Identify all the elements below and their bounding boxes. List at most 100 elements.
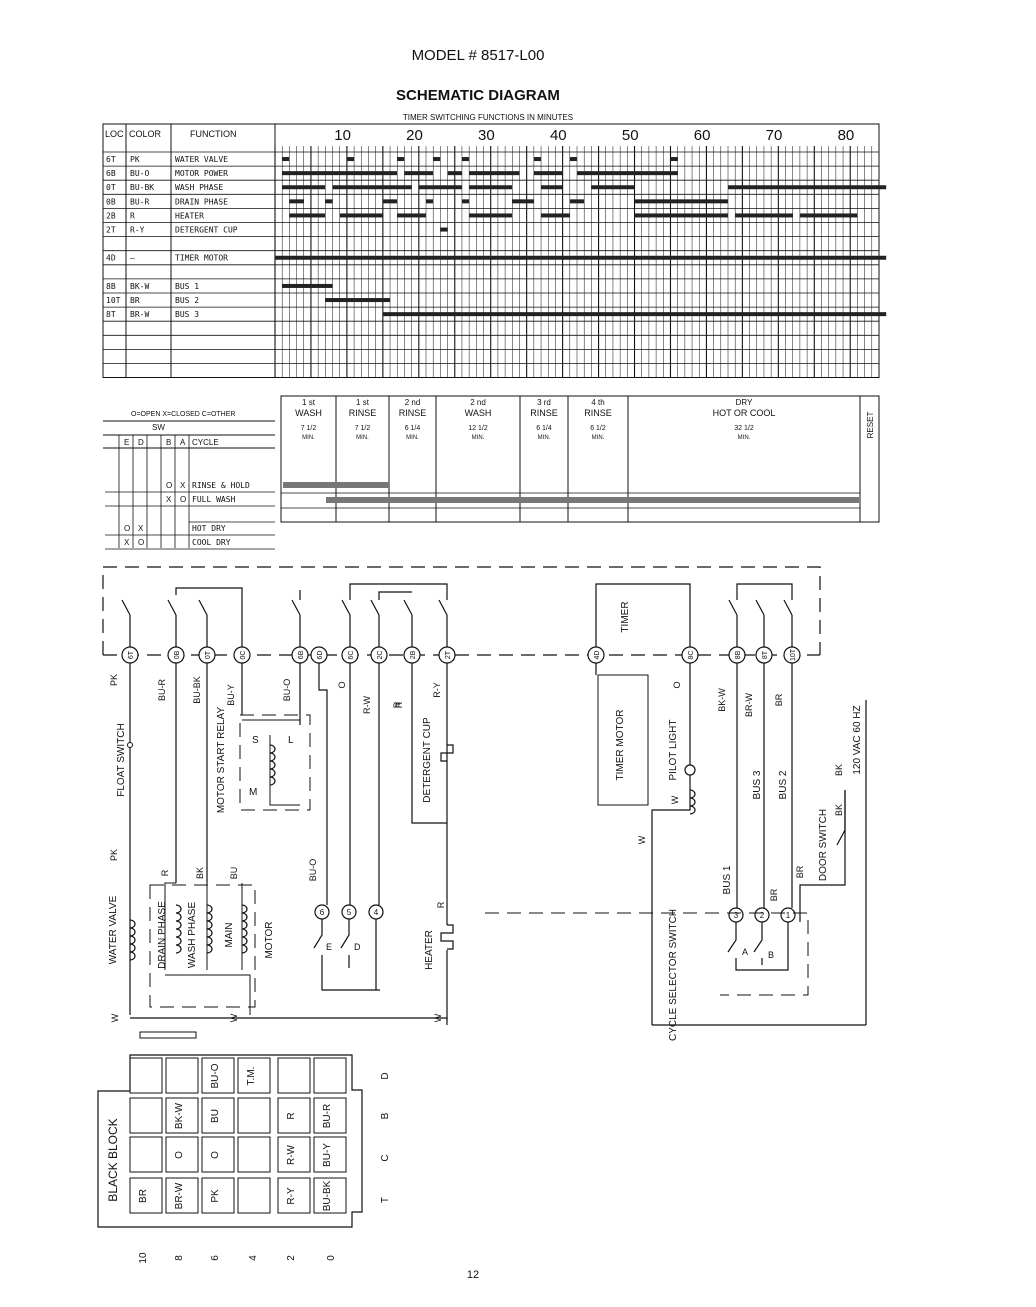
minute-label: 40	[550, 127, 567, 144]
minute-label: 70	[766, 127, 783, 144]
terminal-label: 6B	[298, 650, 305, 659]
minute-label: 10	[334, 127, 351, 144]
block-cell-text: BU-R	[322, 1104, 333, 1128]
wire-color-label: BR	[795, 865, 805, 878]
wire	[651, 663, 691, 1025]
wire-color-label: O	[337, 681, 347, 688]
phase-name: 1 st	[356, 398, 370, 407]
cycle-sw-state: O	[166, 481, 172, 490]
block-col-label: 10	[138, 1252, 149, 1264]
timer-row-color: PK	[130, 155, 140, 164]
motor-leads	[164, 882, 251, 1015]
block-cell-text: BR	[138, 1189, 149, 1203]
switch-blade	[728, 599, 738, 616]
wire	[318, 663, 328, 905]
block-cell	[129, 1057, 163, 1094]
drain-phase-coil	[175, 904, 182, 954]
terminal-label: 6C	[348, 651, 355, 660]
timer-bar	[325, 199, 333, 204]
timer-bar	[382, 312, 887, 317]
timer-bar	[799, 213, 858, 218]
block-cell-text: R-Y	[286, 1187, 297, 1205]
bus1-label: BUS 1	[722, 865, 733, 894]
block-col-label: 2	[286, 1255, 297, 1261]
timer-bar	[339, 213, 383, 218]
timer-row-loc: 6B	[106, 169, 116, 178]
switch-b	[753, 922, 763, 965]
cycle-sw-state: X	[138, 524, 144, 533]
timer-row-loc: 4D	[106, 254, 116, 263]
block-cell-text: O	[174, 1151, 185, 1159]
timer-row-function: BUS 3	[175, 310, 199, 319]
switch-d	[340, 919, 350, 968]
block-connector	[139, 1031, 197, 1039]
relay-l-label: L	[288, 735, 294, 746]
phase-time: 7 1/2	[301, 425, 317, 432]
switch-node-6-label: 6	[320, 908, 325, 917]
block-row-label: D	[380, 1072, 391, 1079]
col-header-loc: LOC	[105, 129, 124, 139]
door-switch	[836, 790, 846, 846]
wire-color-label: BU-BK	[192, 676, 202, 704]
timer-row-color: BU-O	[130, 169, 149, 178]
col-header-function: FUNCTION	[190, 129, 237, 139]
block-cell	[313, 1177, 347, 1214]
block-cell-text: BK-W	[174, 1102, 185, 1129]
timer-boundary	[102, 566, 821, 655]
block-cell	[129, 1097, 163, 1134]
timer-bar	[346, 157, 355, 162]
cycle-name: COOL DRY	[192, 538, 231, 547]
block-cell	[277, 1177, 311, 1214]
phase-time: 6 1/4	[405, 425, 421, 432]
switch-blade	[370, 599, 380, 616]
timer-bar	[469, 213, 513, 218]
block-cell	[165, 1057, 199, 1094]
timer-bar	[533, 171, 563, 176]
switch-blade	[291, 599, 301, 616]
timer-row-function: DETERGENT CUP	[175, 226, 238, 235]
wire	[799, 790, 846, 922]
wire-color-label: BK	[195, 867, 205, 879]
wire-color-label: BR	[769, 888, 779, 901]
wire-color-label: R	[160, 869, 170, 876]
timer-bar	[541, 213, 570, 218]
switch-node-1: 1	[780, 907, 796, 923]
cycle-sw-state: X	[180, 481, 186, 490]
main-winding-coil	[241, 904, 248, 954]
timer-bar	[634, 213, 728, 218]
timer-row-loc: 10T	[106, 296, 121, 305]
block-cell	[237, 1177, 271, 1214]
pilot-light-lamp	[684, 764, 696, 776]
minute-label: 20	[406, 127, 423, 144]
timer-bar	[569, 157, 577, 162]
block-cell	[129, 1136, 163, 1173]
block-cell	[165, 1097, 199, 1134]
timer-bar	[577, 171, 642, 176]
cycle-name: FULL WASH	[192, 495, 236, 504]
minute-label: 60	[694, 127, 711, 144]
wire-color-label: W	[110, 1013, 120, 1022]
water-valve-label: WATER VALVE	[108, 895, 119, 964]
switch-d-label: D	[354, 942, 361, 952]
sw-letter: D	[138, 438, 144, 447]
block-cell-text: R	[286, 1112, 297, 1119]
switch-e	[313, 919, 380, 991]
main-winding-label: MAIN	[224, 923, 235, 948]
block-cell	[277, 1057, 311, 1094]
wire-color-label: BK	[834, 804, 844, 816]
phase-name-2: RINSE	[399, 408, 427, 418]
heater-element	[440, 924, 454, 950]
terminal-label: 0C	[240, 651, 247, 660]
sw-letter: B	[166, 438, 171, 447]
cycle-label: CYCLE	[192, 438, 219, 447]
reset-label: RESET	[866, 412, 875, 439]
phase-name-2: RINSE	[349, 408, 377, 418]
block-row-label: B	[380, 1112, 391, 1119]
phase-min: MIN.	[472, 435, 485, 441]
